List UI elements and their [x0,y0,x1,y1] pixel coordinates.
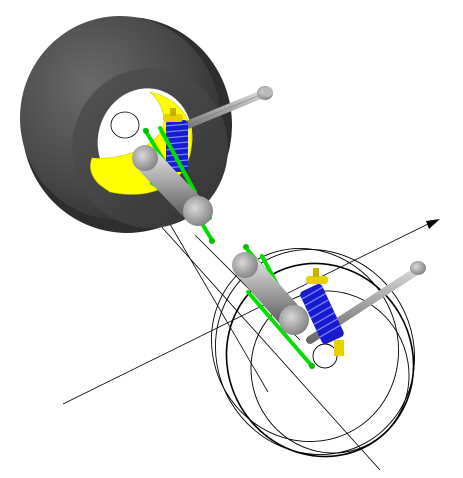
axis-arrow [426,219,440,229]
wireframe-wheel [211,248,415,458]
coil-spring-lower [300,268,344,356]
hub-upper [132,145,213,226]
coil-spring-upper [163,108,189,172]
hub-lower [232,252,309,335]
